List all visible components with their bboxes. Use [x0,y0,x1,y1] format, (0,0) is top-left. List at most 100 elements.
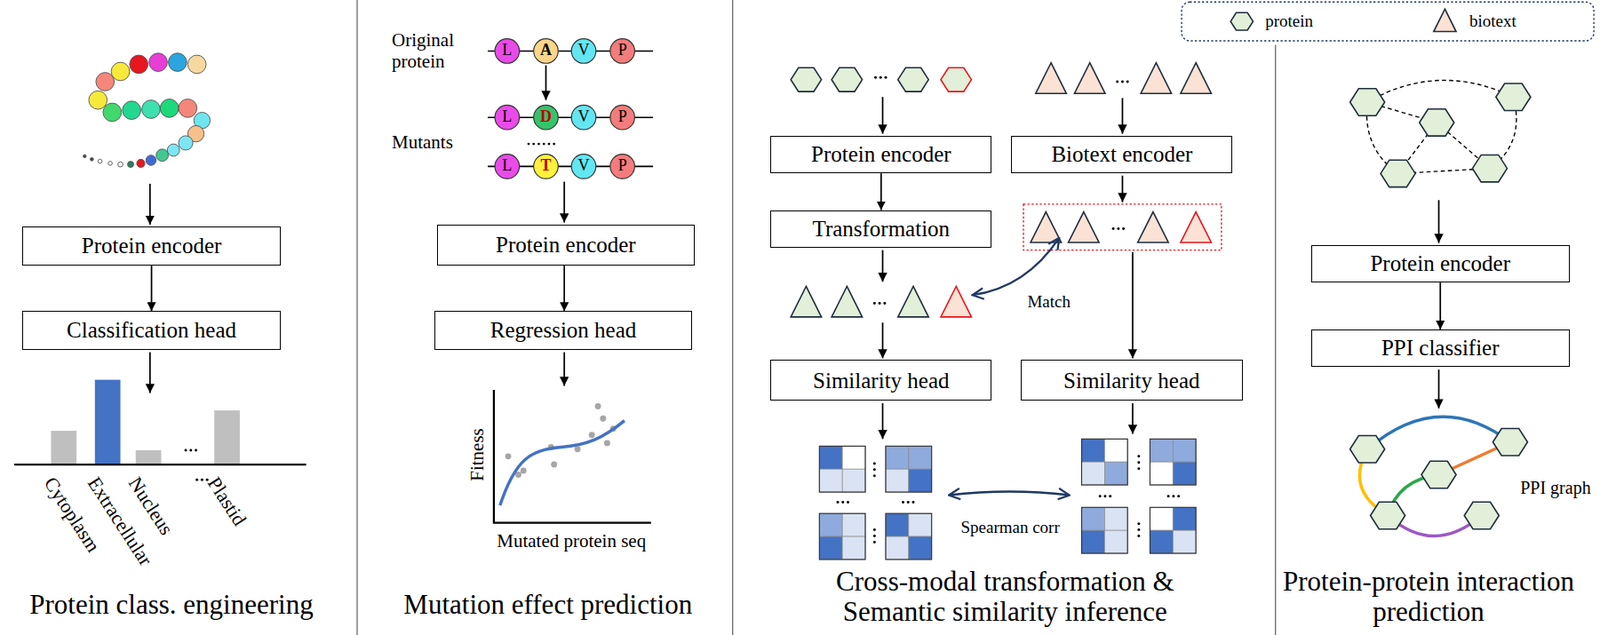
legend-frame [1181,1,1594,41]
flow-arrow [1122,97,1124,134]
ellipsis-dot [874,76,877,80]
text-label: Mutation effect prediction [403,589,693,621]
box-label: Protein encoder [1369,251,1511,277]
protein-hexagon [1350,436,1386,463]
protein-hexagon [1421,461,1457,488]
flow-connector [880,173,883,210]
process-box: Similarity head [1020,359,1243,401]
flow-arrow [882,322,884,359]
ellipsis-dot [195,478,199,482]
matrix-cell [1149,530,1173,554]
unknown-link [1367,79,1513,103]
matrix-cell [1104,438,1128,462]
ellipsis-dot [846,501,850,504]
class-bar [95,380,121,465]
text-label: Plastid [203,473,251,530]
residue-letter: V [577,42,590,61]
matrix-cell [1149,438,1173,462]
ellipsis-dot [552,143,556,146]
flow-arrow [1122,175,1124,203]
text-label: Mutated protein seq [496,531,646,552]
text-label: Fitness [467,429,488,483]
residue-letter: A [540,42,552,61]
matrix-cell [819,469,843,493]
box-label: Regression head [490,318,637,343]
biotext-triangle [1030,212,1061,243]
flow-arrow [149,352,152,394]
ellipsis-dot [873,302,876,305]
ellipsis-dot [873,474,876,478]
flow-arrow [1438,199,1441,243]
matrix-cell [1172,507,1196,531]
ellipsis-dot [1108,494,1112,498]
interaction-link [1367,416,1511,450]
class-bar [50,430,77,465]
panel-separator [732,0,733,635]
process-box: Protein encoder [1311,245,1570,283]
matrix-cell [908,469,932,493]
class-bar [135,450,162,465]
matrix-cell [842,469,866,493]
matrix-frame [819,513,866,560]
ellipsis-dot [912,501,916,504]
ellipsis-dot [883,302,886,305]
residue-letter: P [618,42,628,61]
flow-arrow [882,96,884,134]
residue-bead [83,154,87,158]
protein-hexagon [1472,154,1507,182]
residue-letter: V [577,157,590,176]
process-box: PPI classifier [1311,329,1570,367]
residue-circle [610,104,636,130]
protein-hexagon [1419,109,1455,136]
flow-arrow [1131,403,1134,434]
flow-arrow [545,65,548,101]
flow-arrow [149,183,152,225]
matrix-cell [819,445,843,470]
matrix-cell [1082,530,1106,554]
fitness-curve [500,421,625,506]
ellipsis-dot [1171,494,1175,498]
ellipsis-dot [1098,494,1102,498]
residue-bead [127,161,135,168]
matrix-frame [885,445,932,493]
ellipsis-dot [542,143,546,146]
box-label: Classification head [66,318,237,343]
process-box: Protein encoder [22,226,281,266]
residue-bead [129,55,149,74]
biotext-triangle [940,286,972,317]
residue-circle [571,39,597,64]
matrix-cell [1082,438,1106,462]
residue-bead [136,159,145,168]
residue-circle [533,104,559,130]
matrix-cell [885,469,909,493]
matrix-cell [908,445,932,470]
box-label: Protein encoder [495,232,637,258]
legend-label: protein [1265,12,1314,32]
residue-bead [178,135,193,151]
text-label: Match [1026,293,1071,312]
protein-hexagon [831,67,862,92]
ellipsis-dot [1103,494,1107,498]
ellipsis-dot [1121,79,1124,83]
biotext-triangle [1068,212,1099,243]
panel-separator [356,0,358,635]
biotext-triangle [1140,63,1171,94]
residue-bead [149,53,168,72]
ellipsis-dot [873,528,876,532]
residue-bead [103,103,122,122]
matrix-cell [819,513,843,537]
matrix-cell [1082,507,1106,531]
matrix-frame [1149,507,1196,554]
residue-bead [168,53,188,72]
matrix-cell [1104,530,1128,554]
matrix-cell [1082,461,1106,486]
box-label: Protein encoder [81,233,223,259]
ellipsis-dot [200,478,204,482]
biotext-triangle [1433,8,1457,32]
ellipsis-dot [879,76,883,80]
protein-hexagon [1464,501,1499,529]
protein-hexagon [898,67,929,92]
matrix-cell [1172,438,1196,462]
text-label: Protein class. engineering [29,589,313,621]
protein-hexagon [1496,83,1531,111]
